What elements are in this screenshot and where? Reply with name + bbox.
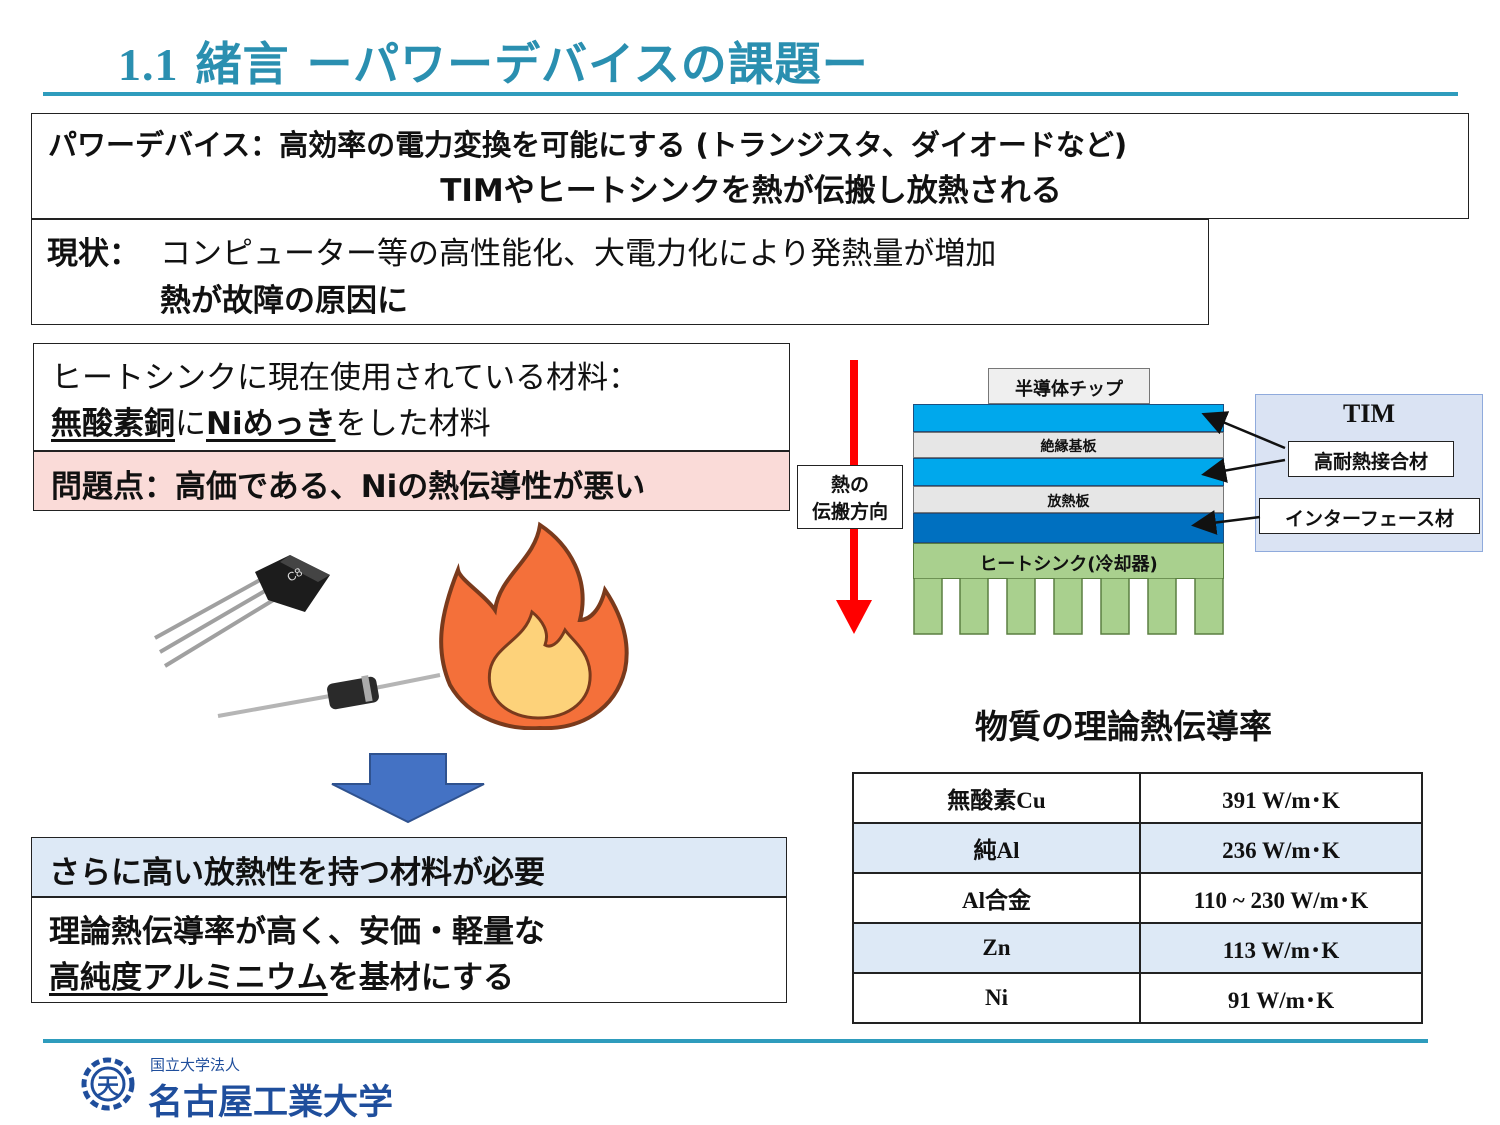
current-status-box: 現状： コンピューター等の高性能化、大電力化により発熱量が増加 熱が故障の原因に [31, 219, 1209, 325]
title-underline [43, 92, 1458, 96]
chip-label: 半導体チップ [1015, 379, 1123, 400]
power-device-box: パワーデバイス：高効率の電力変換を可能にする (トランジスタ、ダイオードなど) … [31, 113, 1469, 219]
heat-direction-label: 熱の 伝搬方向 [797, 465, 903, 529]
logo-emblem-icon [81, 1057, 135, 1111]
svg-text:C8: C8 [285, 565, 306, 585]
heatsink-fins [913, 578, 1224, 635]
material-particle: に [175, 406, 206, 442]
university-logo: 天 [76, 1052, 140, 1116]
solution-line2: 高純度アルミニウムを基材にする [49, 952, 514, 997]
problem-box: 問題点：高価である、Niの熱伝導性が悪い [33, 451, 790, 511]
slide-title: 1.1 緒言 ーパワーデバイスの課題ー [118, 28, 869, 94]
oxygen-free-copper: 無酸素銅 [51, 406, 175, 442]
tim-layer-top [913, 404, 1224, 432]
insulating-layer: 絶縁基板 [913, 432, 1224, 458]
solution-box: 理論熱伝導率が高く、安価・軽量な 高純度アルミニウムを基材にする [31, 897, 787, 1003]
heatsink-base: ヒートシンク(冷却器) [913, 543, 1224, 579]
down-arrow-icon [331, 753, 485, 824]
diode-image [217, 673, 441, 718]
heat-direction-line2: 伝搬方向 [811, 501, 888, 523]
table-row: 無酸素Cu 391 W/m･K [852, 772, 1423, 824]
material-cell: Zn [852, 922, 1141, 974]
university-name: 名古屋工業大学 [148, 1083, 394, 1123]
high-purity-aluminum: 高純度アルミニウム [49, 960, 328, 996]
title-number: 1.1 [118, 39, 179, 90]
material-rest: をした材料 [335, 406, 491, 442]
heatsink-label: ヒートシンク(冷却器) [979, 554, 1158, 575]
conductivity-table: 無酸素Cu 391 W/m･K 純Al 236 W/m･K Al合金 110 ~… [852, 772, 1423, 1024]
table-title: 物質の理論熱伝導率 [975, 707, 1272, 746]
solution-rest: を基材にする [327, 960, 515, 996]
table-row: Ni 91 W/m･K [852, 972, 1423, 1024]
material-cell: 無酸素Cu [852, 772, 1141, 824]
heat-direction-line1: 熱の [830, 474, 869, 496]
tim-item-interface: インターフェース材 [1259, 498, 1480, 534]
status-label: 現状： [47, 236, 140, 272]
material-line2: 無酸素銅にNiめっきをした材料 [51, 398, 491, 443]
table-row: Zn 113 W/m･K [852, 922, 1423, 974]
solution-line1: 理論熱伝導率が高く、安価・軽量な [49, 914, 545, 950]
flame-icon [439, 521, 629, 730]
need-text: さらに高い放熱性を持つ材料が必要 [49, 855, 545, 891]
heatsink-material-box: ヒートシンクに現在使用されている材料： 無酸素銅にNiめっきをした材料 [33, 343, 790, 451]
footer-rule [43, 1039, 1428, 1043]
tim-item-interface-label: インターフェース材 [1285, 508, 1454, 530]
tim-item-bonding-label: 高耐熱接合材 [1313, 451, 1428, 473]
tim-pointer-arrows [1191, 411, 1286, 535]
title-text: 緒言 ーパワーデバイスの課題ー [195, 37, 869, 91]
power-device-line2: TIMやヒートシンクを熱が伝搬し放熱される [440, 173, 1062, 209]
problem-text: 問題点：高価である、Niの熱伝導性が悪い [51, 469, 646, 505]
heat-plate-label: 放熱板 [1047, 494, 1090, 510]
tim-title: TIM [1343, 399, 1395, 428]
table-row: Al合金 110 ~ 230 W/m･K [852, 872, 1423, 924]
heat-plate-layer: 放熱板 [913, 486, 1224, 513]
need-box: さらに高い放熱性を持つ材料が必要 [31, 837, 787, 897]
value-cell: 113 W/m･K [1139, 922, 1423, 974]
value-cell: 391 W/m･K [1139, 772, 1423, 824]
logo-character: 天 [96, 1075, 119, 1100]
tim-layer-middle [913, 458, 1224, 486]
power-device-line1: パワーデバイス：高効率の電力変換を可能にする (トランジスタ、ダイオードなど) [48, 128, 1128, 162]
insulating-label: 絶縁基板 [1040, 439, 1097, 455]
value-cell: 91 W/m･K [1139, 972, 1423, 1024]
material-line1: ヒートシンクに現在使用されている材料： [51, 360, 640, 396]
org-type: 国立大学法人 [150, 1056, 241, 1074]
status-line2: 熱が故障の原因に [160, 283, 408, 319]
value-cell: 236 W/m･K [1139, 822, 1423, 874]
chip-layer: 半導体チップ [988, 368, 1150, 404]
ni-plating: Niめっき [206, 406, 336, 442]
table-row: 純Al 236 W/m･K [852, 822, 1423, 874]
value-cell: 110 ~ 230 W/m･K [1139, 872, 1423, 924]
material-cell: Ni [852, 972, 1141, 1024]
tim-layer-bottom [913, 513, 1224, 543]
transistor-image: C8 [154, 555, 330, 668]
material-cell: 純Al [852, 822, 1141, 874]
tim-item-bonding: 高耐熱接合材 [1288, 441, 1454, 477]
material-cell: Al合金 [852, 872, 1141, 924]
device-illustration: C8 [154, 521, 629, 730]
status-line1: コンピューター等の高性能化、大電力化により発熱量が増加 [160, 236, 997, 272]
